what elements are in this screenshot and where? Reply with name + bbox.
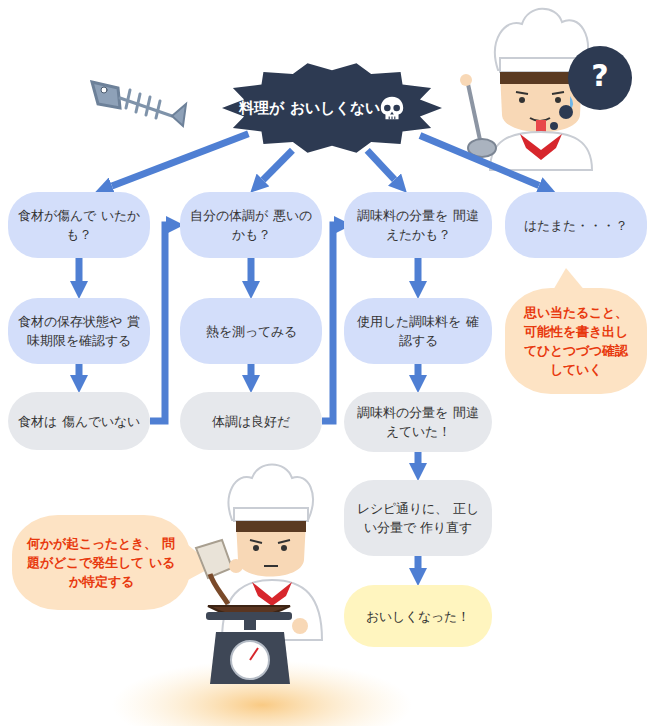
node-text: 体調は良好だ [212,412,290,431]
node-text: 熱を測ってみる [206,322,297,341]
process-box: 熱を測ってみる [180,298,322,364]
flow-arrow [367,150,394,179]
flow-arrow [76,364,83,375]
node-text: 食材が傷んで いたかも？ [18,206,140,244]
burst-outline [222,63,442,153]
node-text: 調味料の分量を 間違えたかも？ [354,206,482,244]
flow-arrow [150,225,166,421]
flow-arrow [263,150,292,180]
flow-arrow [248,364,255,375]
node-text: 料理が おいしくない！ [239,99,394,118]
node-text: レシピ通りに、 正しい分量で 作り直す [354,499,482,537]
problem-burst: 料理が おいしくない！ [222,62,442,154]
question-mark: ? [575,58,625,93]
flow-arrow [248,258,255,281]
process-box: 食材が傷んで いたかも？ [8,192,150,258]
success-box: おいしくなった！ [344,585,492,647]
result-box: レシピ通りに、 正しい分量で 作り直す [344,480,492,556]
flow-arrow [420,136,539,186]
process-box: 食材の保存状態や 賞味期限を確認する [8,298,150,364]
result-box: 食材は 傷んでいない [8,392,150,450]
skull-icon [378,95,406,123]
node-text: 調味料の分量を 間違えていた！ [354,403,482,441]
node-text: 何かが起こったとき、 問題がどこで発生して いるか特定する [26,534,176,591]
result-box: 体調は良好だ [180,392,322,450]
node-text: 自分の体調が 悪いのかも？ [190,206,312,244]
note-callout: 思い当たること、 可能性を書き出し てひとつづつ確認 していく [505,288,647,394]
flow-arrow [415,258,422,281]
node-text: 食材は 傷んでいない [18,412,139,431]
flow-arrow [415,364,422,375]
process-box: 調味料の分量を 間違えたかも？ [344,192,492,258]
flow-arrow [415,452,422,463]
flow-arrow [76,258,83,281]
process-box: 使用した調味料を 確認する [344,298,492,364]
fish-skeleton [92,82,186,126]
thought-bubble [550,46,632,130]
process-box: はたまた・・・？ [505,192,647,258]
chef-weighing [196,465,322,685]
node-text: おいしくなった！ [366,607,470,626]
process-box: 自分の体調が 悪いのかも？ [180,192,322,258]
result-box: 調味料の分量を 間違えていた！ [344,392,492,452]
note-callout: 何かが起こったとき、 問題がどこで発生して いるか特定する [12,515,190,610]
node-text: 使用した調味料を 確認する [354,312,482,350]
flow-arrow [415,556,422,568]
node-text: 食材の保存状態や 賞味期限を確認する [18,312,140,350]
node-text: はたまた・・・？ [524,216,628,235]
flow-arrow [112,134,248,186]
node-text: 思い当たること、 可能性を書き出し てひとつづつ確認 していく [519,303,633,379]
flow-arrow [322,225,334,421]
